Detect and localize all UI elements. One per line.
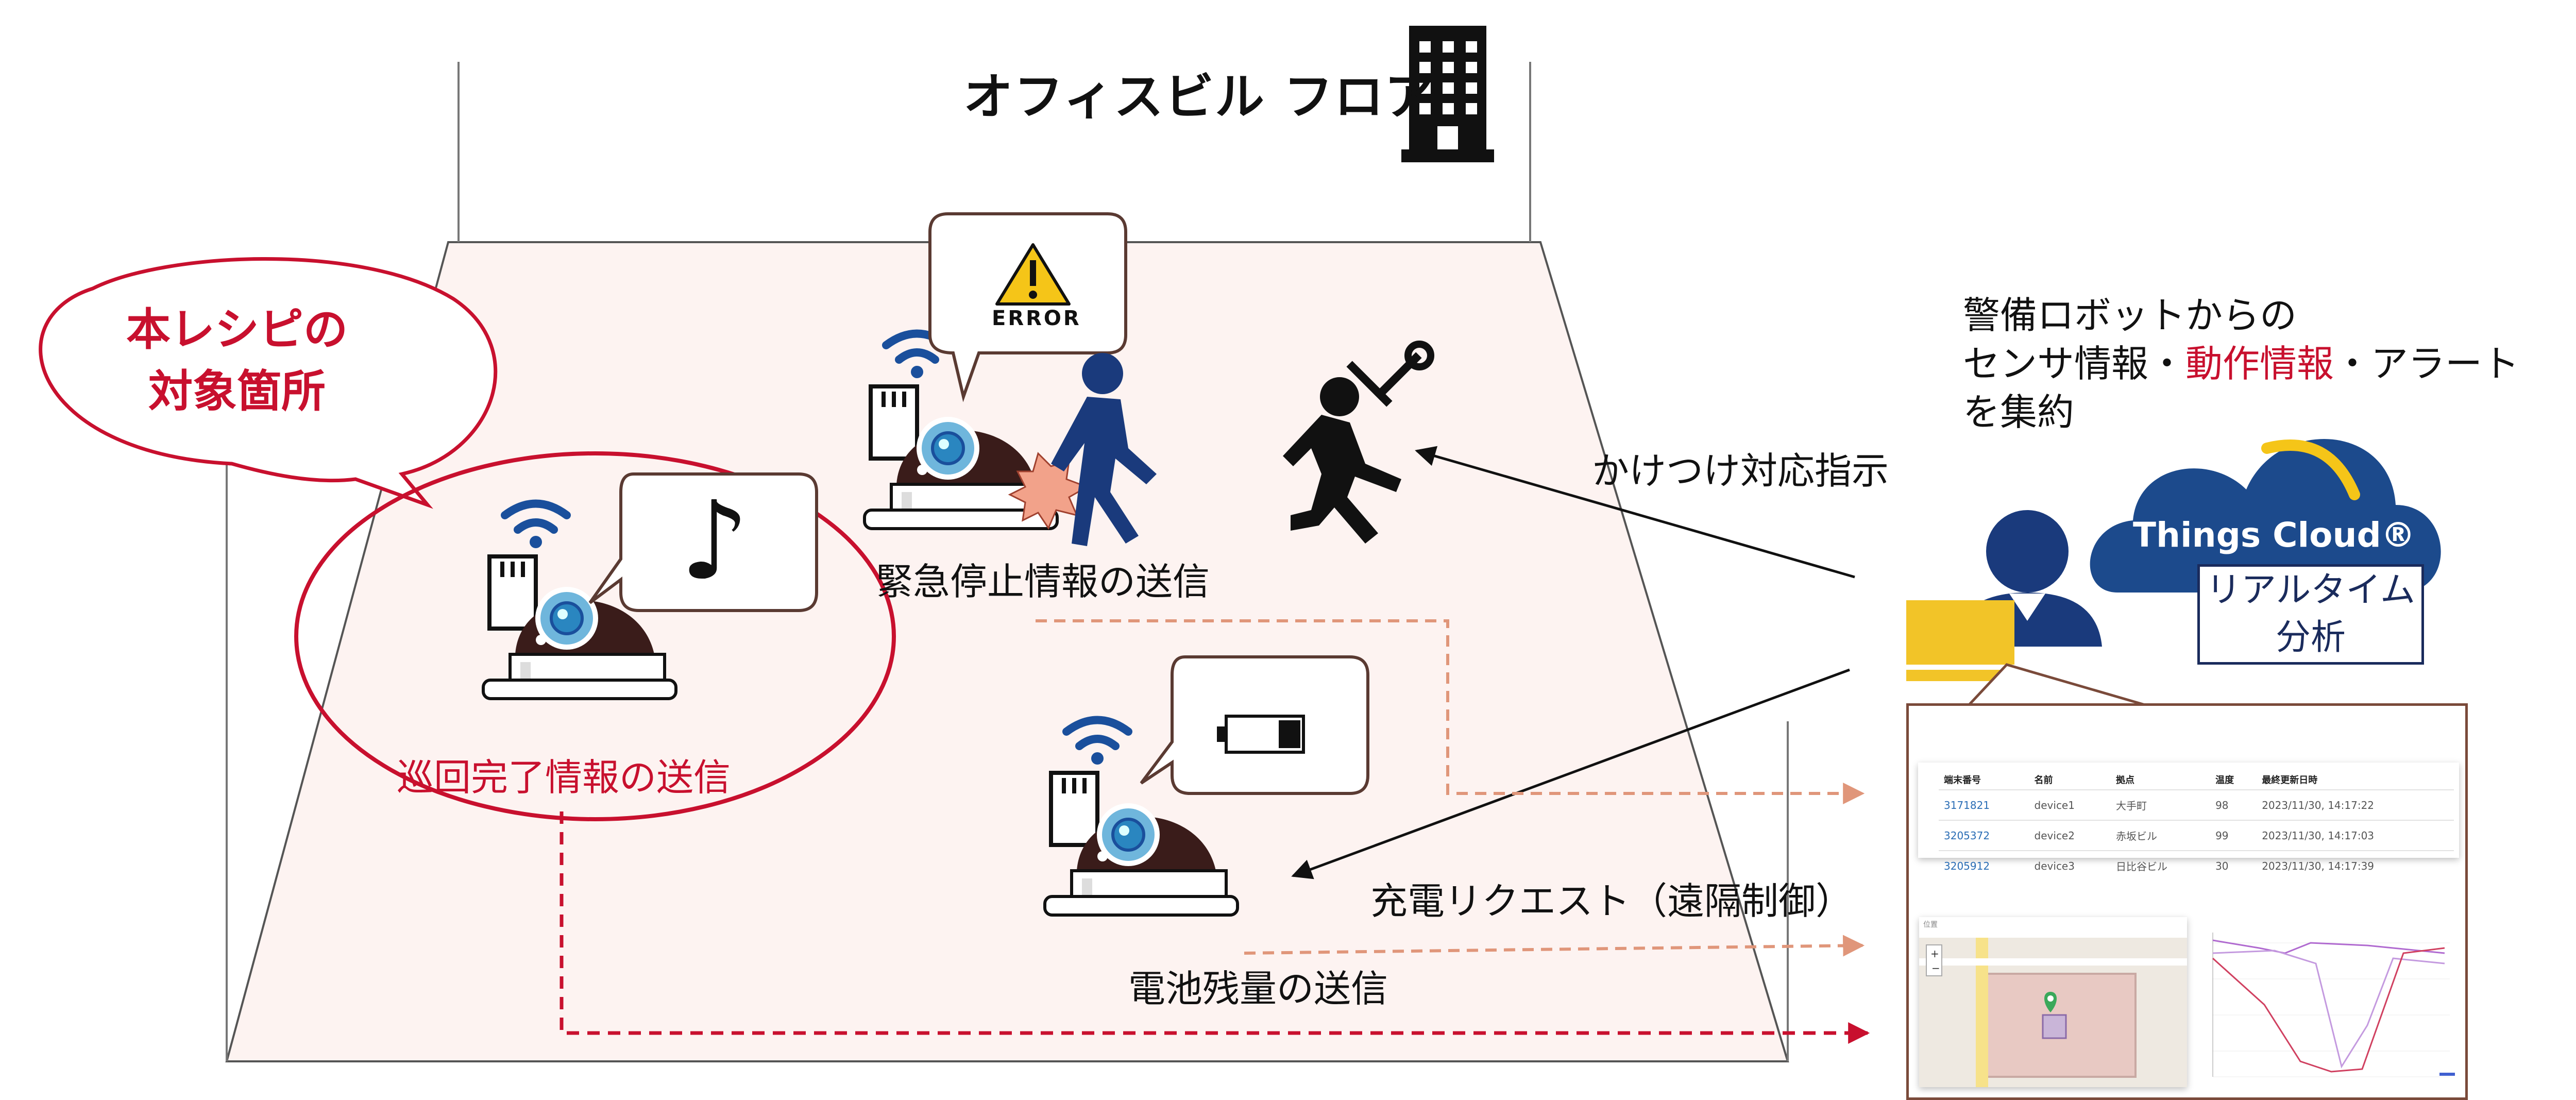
- running-worker-icon: [1283, 341, 1434, 544]
- battery-caption: 電池残量の送信: [1128, 967, 1388, 1010]
- emergency-data-arrow: [1036, 619, 1865, 804]
- device-table-header: 端末番号 名前 拠点 温度 最終更新日時: [1939, 770, 2454, 790]
- robot-emergency: [863, 329, 1059, 530]
- wifi-icon: [501, 499, 571, 548]
- impact-burst-icon: [1008, 452, 1089, 530]
- aggregate-label: 警備ロボットからの センサ情報・動作情報・アラート を集約: [1963, 291, 2519, 436]
- aggregate-line3: を集約: [1963, 391, 2075, 434]
- recipe-badge-bubble: [39, 257, 498, 509]
- zoom-control: [1926, 944, 1942, 976]
- sd-card-icon: [487, 554, 538, 631]
- device-id-link[interactable]: 3205912: [1939, 850, 2029, 881]
- charge-arrow: [1291, 668, 1850, 879]
- dashboard-panel: 端末番号 名前 拠点 温度 最終更新日時 3171821 device1 大手町…: [1906, 703, 2468, 1100]
- svg-text:−: −: [1931, 962, 1940, 974]
- analysis-line1: リアルタイム: [2206, 570, 2415, 611]
- device-id-link[interactable]: 3171821: [1939, 789, 2029, 820]
- error-label: ERROR: [992, 307, 1081, 330]
- table-row[interactable]: 3205912 device3 日比谷ビル 30 2023/11/30, 14:…: [1939, 850, 2454, 881]
- device-id-link[interactable]: 3205372: [1939, 820, 2029, 851]
- recipe-badge-line1: 本レシピの: [126, 304, 348, 356]
- patrol-data-arrow: [560, 811, 1870, 1044]
- device-table: 端末番号 名前 拠点 温度 最終更新日時 3171821 device1 大手町…: [1939, 770, 2454, 881]
- recipe-badge: 本レシピの 対象箇所: [57, 299, 417, 422]
- map-card-title: 位置: [1923, 921, 1938, 929]
- building-icon: [1401, 26, 1494, 162]
- warning-icon: [995, 243, 1071, 306]
- header-site: 拠点: [2115, 775, 2134, 786]
- charge-label: 充電リクエスト（遠隔制御）: [1370, 879, 1853, 923]
- panel-callout: [1967, 663, 2149, 707]
- analysis-line2: 分析: [2275, 617, 2346, 658]
- walking-person-icon: [1051, 353, 1157, 546]
- floor-title: オフィスビル フロア: [963, 68, 1435, 126]
- aggregate-line1: 警備ロボットからの: [1963, 294, 2297, 337]
- target-area-ellipse: [294, 451, 896, 821]
- robot-patrol: [482, 499, 677, 700]
- map-view[interactable]: + −: [1919, 938, 2187, 1087]
- svg-text:+: +: [1930, 947, 1939, 960]
- dispatch-label: かけつけ対応指示: [1592, 449, 1889, 493]
- laptop-icon: [1906, 600, 2014, 681]
- sd-card-icon: [869, 384, 919, 461]
- patrol-caption: 巡回完了情報の送信: [397, 756, 731, 799]
- sd-card-icon: [1049, 771, 1099, 847]
- recipe-badge-line2: 対象箇所: [148, 366, 326, 417]
- table-row[interactable]: 3171821 device1 大手町 98 2023/11/30, 14:17…: [1939, 789, 2454, 820]
- battery-low-icon: [1217, 715, 1305, 754]
- aggregate-line2: センサ情報・動作情報・アラート: [1963, 342, 2520, 385]
- map-pin-icon: [2044, 992, 2057, 1012]
- header-device-id: 端末番号: [1944, 775, 1981, 786]
- header-updated: 最終更新日時: [2262, 775, 2318, 786]
- table-row[interactable]: 3205372 device2 赤坂ビル 99 2023/11/30, 14:1…: [1939, 820, 2454, 851]
- emergency-caption: 緊急停止情報の送信: [876, 560, 1210, 603]
- sensor-line-chart: [2197, 922, 2460, 1087]
- dispatch-arrow: [1415, 446, 1855, 579]
- map-card: 位置 + −: [1919, 917, 2187, 1087]
- cloud-icon: [2090, 439, 2441, 593]
- wifi-icon: [1062, 716, 1132, 765]
- header-temperature: 温度: [2215, 775, 2234, 786]
- analysis-box: リアルタイム 分析: [2197, 564, 2424, 665]
- patrol-bubble-symbol: ♪: [680, 478, 750, 604]
- cloud-name: Things Cloud®: [2133, 515, 2415, 555]
- robot-battery: [1043, 716, 1239, 917]
- battery-data-arrow: [1244, 935, 1865, 957]
- patrol-speech-bubble: [588, 472, 818, 612]
- device-table-card: 端末番号 名前 拠点 温度 最終更新日時 3171821 device1 大手町…: [1918, 763, 2459, 881]
- office-room: [225, 62, 1789, 1062]
- header-name: 名前: [2034, 775, 2053, 786]
